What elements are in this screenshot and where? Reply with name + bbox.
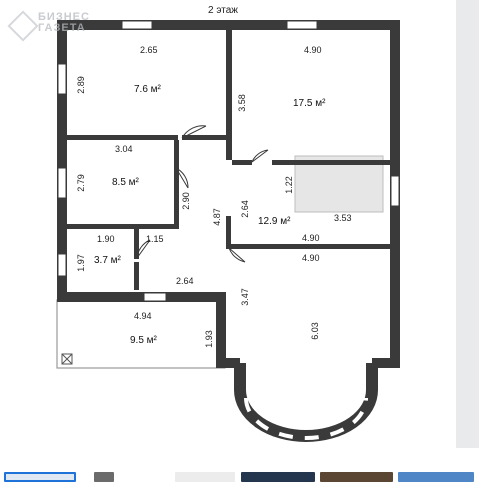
- floor-label: 2 этаж: [208, 5, 238, 16]
- watermark: БИЗНЕС ГАЗЕТА: [7, 10, 90, 42]
- dim-room-w-height: 2.79: [75, 174, 86, 192]
- area-room-sw: 3.7 м²: [94, 255, 121, 266]
- next-image-preview[interactable]: [456, 0, 479, 448]
- dim-2-64-lower: 2.64: [176, 276, 194, 286]
- dim-3-47: 3.47: [239, 288, 250, 306]
- dim-room-sw-width: 1.90: [97, 234, 115, 244]
- thumbnail-photo-3[interactable]: [320, 472, 393, 482]
- stair: [294, 155, 384, 213]
- dim-1-22: 1.22: [283, 176, 294, 194]
- dim-4-87: 4.87: [211, 208, 222, 226]
- dim-room-sw-height: 1.97: [75, 254, 86, 272]
- watermark-logo-icon: [7, 10, 39, 42]
- floor-plan-viewer[interactable]: БИЗНЕС ГАЗЕТА 2 этаж 2.65 2.89 7.6 м² 4.…: [0, 0, 479, 460]
- dim-2-90: 2.90: [180, 192, 191, 210]
- area-room-nw: 7.6 м²: [134, 84, 161, 95]
- bay-window: [234, 363, 378, 442]
- area-hall: 12.9 м²: [258, 216, 291, 227]
- thumbnail-plan-2[interactable]: [94, 472, 114, 482]
- thumbnail-plan-1[interactable]: [4, 472, 76, 482]
- dim-terrace-height: 1.93: [203, 330, 214, 348]
- thumbnail-strip: [0, 472, 479, 482]
- dim-room-nw-width: 2.65: [140, 45, 158, 55]
- thumbnail-photo-1[interactable]: [175, 472, 235, 482]
- dim-3-53: 3.53: [334, 213, 352, 223]
- area-room-w: 8.5 м²: [112, 177, 139, 188]
- watermark-line1: БИЗНЕС: [38, 11, 90, 23]
- terrace-corner-mark: [61, 353, 73, 365]
- dim-room-ne-width: 4.90: [304, 45, 322, 55]
- thumbnail-photo-4[interactable]: [398, 472, 474, 482]
- dim-room-nw-height: 2.89: [75, 76, 86, 94]
- area-room-ne: 17.5 м²: [293, 98, 326, 109]
- windows: [57, 20, 400, 302]
- dim-room-w-width: 3.04: [115, 144, 133, 154]
- area-terrace: 9.5 м²: [130, 335, 157, 346]
- dim-6-03: 6.03: [309, 322, 320, 340]
- floor-plan-drawing: [56, 20, 400, 442]
- thumbnail-photo-2[interactable]: [241, 472, 315, 482]
- dim-1-15: 1.15: [146, 234, 164, 244]
- doors: [136, 125, 269, 263]
- dim-hall-width: 4.90: [302, 233, 320, 243]
- dim-hall-height: 2.64: [239, 200, 250, 218]
- dim-4-90-lower: 4.90: [302, 253, 320, 263]
- dim-room-ne-height: 3.58: [236, 94, 247, 112]
- dim-terrace-width: 4.94: [134, 311, 152, 321]
- watermark-line2: ГАЗЕТА: [38, 22, 86, 34]
